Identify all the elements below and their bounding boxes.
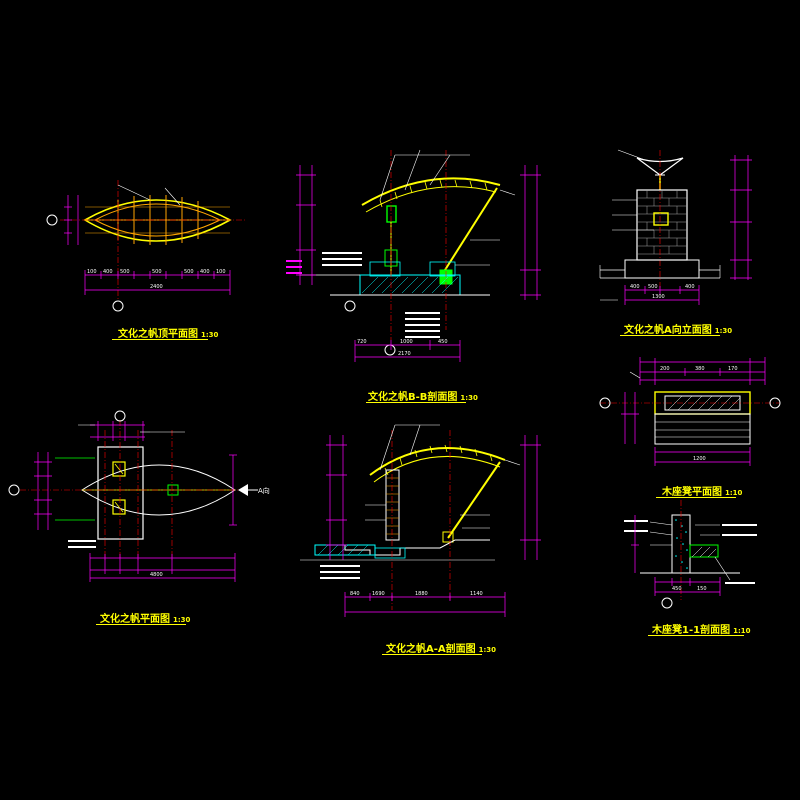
roof-dim-2: 500 bbox=[120, 269, 130, 275]
bench-plan-view bbox=[599, 357, 781, 466]
elevation-a-title-underline bbox=[620, 335, 720, 336]
section-aa-title-text: 文化之帆A-A剖面图 bbox=[386, 644, 476, 655]
roof-plan-view bbox=[46, 180, 245, 312]
elev-dim-1: 500 bbox=[648, 284, 658, 290]
bench-plan-title-underline bbox=[656, 497, 736, 498]
section-bb-dim-0: 720 bbox=[357, 339, 367, 345]
section-aa-dim-0: 840 bbox=[350, 591, 360, 597]
bench-dim-0: 200 bbox=[660, 366, 670, 372]
section-aa-view bbox=[300, 424, 541, 617]
plan-scale: 1:30 bbox=[173, 616, 191, 624]
plan-view bbox=[8, 410, 258, 582]
roof-plan-title-text: 文化之帆顶平面图 bbox=[118, 329, 198, 340]
elev-total: 1300 bbox=[652, 294, 665, 300]
dimension-labels: 100 400 500 500 500 400 100 2400 720 100… bbox=[87, 269, 738, 597]
elev-dim-2: 400 bbox=[685, 284, 695, 290]
section-bb-title-text: 文化之帆B-B剖面图 bbox=[368, 392, 458, 403]
section-bb-title-underline bbox=[366, 402, 466, 403]
bench-plan-scale: 1:10 bbox=[725, 489, 743, 497]
elevation-a-title-text: 文化之帆A向立面图 bbox=[624, 325, 712, 336]
section-bb-dim-2: 450 bbox=[438, 339, 448, 345]
roof-dim-5: 400 bbox=[200, 269, 210, 275]
bench-dim-1: 380 bbox=[695, 366, 705, 372]
roof-dim-1: 400 bbox=[103, 269, 113, 275]
section-aa-dim-1: 1690 bbox=[372, 591, 385, 597]
direction-a-label: A向 bbox=[258, 486, 270, 495]
bench-section-dim-1: 150 bbox=[697, 586, 707, 592]
bench-dim-2: 170 bbox=[728, 366, 738, 372]
section-bb-total: 2170 bbox=[398, 351, 411, 357]
bench-plan-title-text: 木座凳平面图 bbox=[662, 487, 722, 498]
section-bb-view bbox=[286, 149, 541, 362]
roof-dim-6: 100 bbox=[216, 269, 226, 275]
roof-dim-4: 500 bbox=[184, 269, 194, 275]
section-bb-scale: 1:30 bbox=[460, 394, 478, 402]
section-aa-dim-3: 1140 bbox=[470, 591, 483, 597]
elevation-a-scale: 1:30 bbox=[714, 327, 733, 335]
bench-section-title-text: 木座凳1-1剖面图 bbox=[652, 625, 731, 636]
roof-plan-title-underline bbox=[112, 339, 208, 340]
section-aa-title-underline bbox=[382, 654, 482, 655]
roof-dim-3: 500 bbox=[152, 269, 162, 275]
roof-dim-0: 100 bbox=[87, 269, 97, 275]
roof-plan-scale: 1:30 bbox=[201, 331, 219, 339]
bench-section-title-underline bbox=[648, 635, 744, 636]
bench-section-scale: 1:10 bbox=[733, 627, 751, 635]
plan-title-underline bbox=[96, 624, 186, 625]
bench-total: 1200 bbox=[693, 456, 706, 462]
bench-section-dim-0: 450 bbox=[672, 586, 682, 592]
roof-total: 2400 bbox=[150, 284, 163, 290]
elevation-a-view bbox=[599, 149, 752, 305]
section-aa-scale: 1:30 bbox=[478, 646, 497, 654]
plan-title-text: 文化之帆平面图 bbox=[100, 614, 170, 625]
plan-total: 4800 bbox=[150, 572, 163, 578]
section-bb-dim-1: 1000 bbox=[400, 339, 413, 345]
elev-dim-0: 400 bbox=[630, 284, 640, 290]
section-aa-dim-2: 1880 bbox=[415, 591, 428, 597]
bench-section-view bbox=[624, 500, 757, 609]
